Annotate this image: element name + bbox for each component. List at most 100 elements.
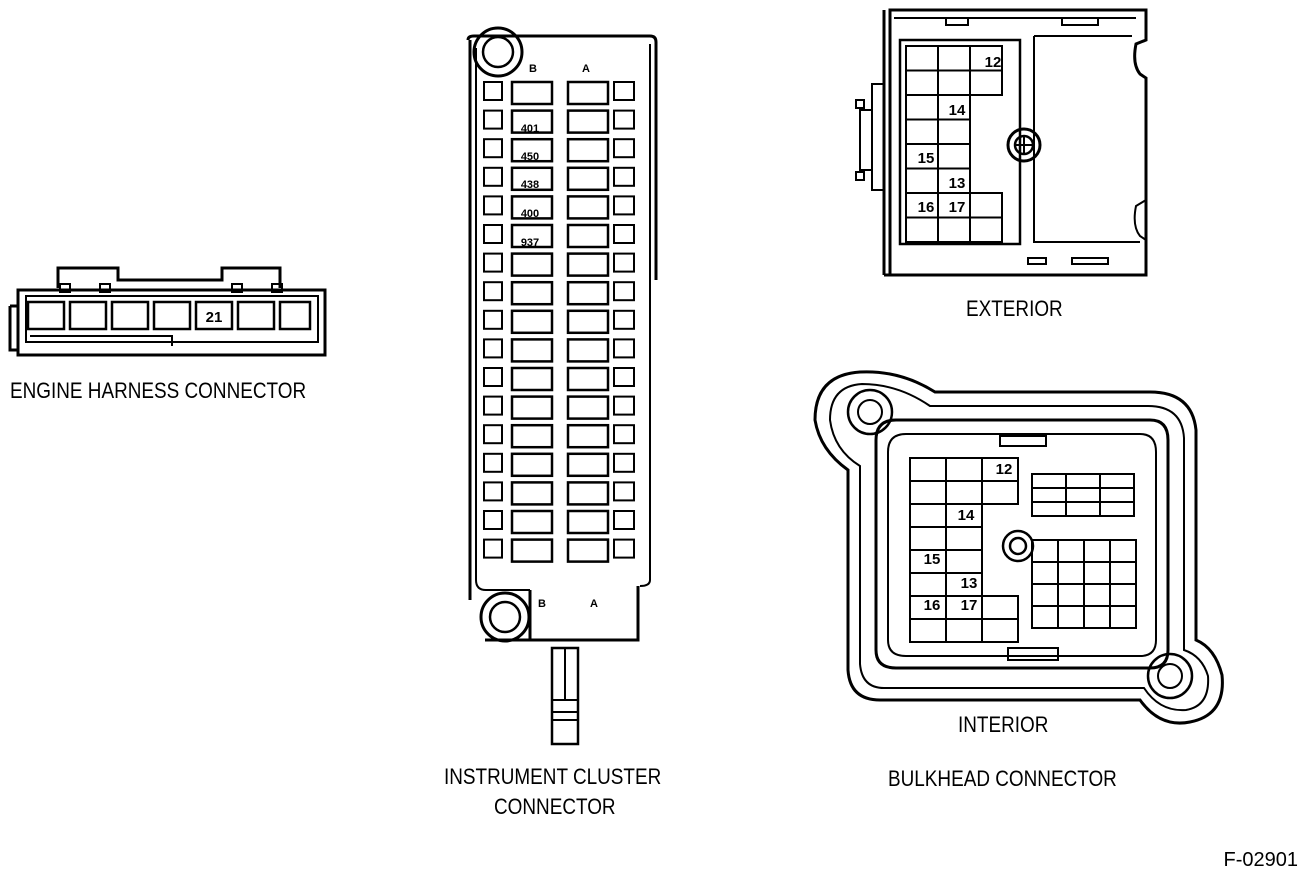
int-lower-block-cavity (1031, 605, 1059, 629)
ext-pin-cavity (905, 167, 939, 194)
int-pin-17: 17 (961, 597, 978, 614)
int-pin-cavity (981, 618, 1019, 643)
engine-pin-21-cavity (194, 300, 234, 331)
ic-side-cavity (483, 281, 503, 302)
ic-pin-1: 401 (521, 123, 539, 135)
ic-pin-a (566, 452, 610, 478)
ic-pin-a (566, 195, 610, 220)
ic-pin-b (510, 366, 554, 392)
ic-col-b-top: B (529, 63, 537, 75)
ic-side-cavity (613, 81, 635, 101)
engine-pin-label: 21 (206, 309, 223, 326)
ic-side-cavity (613, 224, 635, 244)
bulkhead-exterior: 12 14 15 13 16 17 (855, 8, 1148, 277)
int-lower-block-cavity (1083, 605, 1111, 629)
ic-pin-a (566, 109, 610, 134)
int-upper-block-cavity (1099, 473, 1135, 489)
ic-pin-b (510, 423, 554, 449)
int-pin-cavity (981, 480, 1019, 505)
ic-side-cavity (613, 338, 635, 359)
bulkhead-interior: 12 14 15 13 16 17 (813, 370, 1224, 725)
ext-pin-grid (905, 45, 1003, 243)
int-lower-block-cavity (1109, 561, 1137, 585)
ic-side-cavity (613, 109, 635, 130)
ext-pin-17: 17 (949, 199, 966, 216)
int-pin-cavity (909, 572, 947, 597)
ic-side-cavity (483, 424, 503, 445)
ic-pin-a (566, 223, 610, 249)
instrument-cluster-caption-line2: CONNECTOR (494, 794, 616, 819)
ext-pin-13: 13 (949, 175, 966, 192)
ic-side-cavity (613, 481, 635, 502)
ext-pin-cavity (969, 69, 1003, 96)
ic-side-cavity (483, 510, 503, 530)
ic-pin-b (510, 309, 554, 335)
ic-side-cavity (483, 81, 503, 101)
ic-pin-2: 450 (521, 151, 539, 163)
ext-pin-cavity (969, 192, 1003, 219)
int-lower-block-cavity (1057, 561, 1085, 585)
int-pin-12: 12 (996, 461, 1013, 478)
int-upper-block-cavity (1065, 473, 1101, 489)
ic-side-cavity (483, 452, 503, 473)
ext-pin-cavity (905, 94, 939, 121)
int-pin-cavity (945, 480, 983, 505)
ic-side-cavity (483, 224, 503, 244)
ic-pin-a (566, 338, 610, 363)
bulkhead-caption: BULKHEAD CONNECTOR (888, 766, 1117, 791)
int-lower-block-cavity (1083, 561, 1111, 585)
int-pin-cavity (945, 618, 983, 643)
ic-pin-b (510, 538, 554, 563)
int-upper-block-cavity (1065, 487, 1101, 503)
ic-pin-a (566, 137, 610, 163)
int-pin-cavity (981, 595, 1019, 620)
int-pin-cavity (945, 457, 983, 482)
int-lower-block-cavity (1109, 583, 1137, 607)
int-pin-cavity (909, 480, 947, 505)
int-upper-block-cavity (1031, 487, 1067, 503)
ic-pin-3: 438 (521, 179, 539, 191)
ic-side-cavity (483, 481, 503, 502)
ext-pin-cavity (937, 143, 971, 170)
ic-side-cavity (613, 510, 635, 530)
ext-pin-cavity (905, 69, 939, 96)
ext-pin-cavity (937, 45, 971, 72)
ic-pin-a (566, 280, 610, 306)
ic-pin-a (566, 80, 610, 106)
ic-pin-4: 400 (521, 208, 539, 220)
ic-side-cavity (613, 166, 635, 187)
exterior-label: EXTERIOR (966, 296, 1063, 321)
int-pin-cavity (945, 549, 983, 574)
ic-pin-rows (483, 80, 635, 563)
ic-col-a-top: A (582, 63, 590, 75)
ic-pin-b (510, 195, 554, 220)
ic-side-cavity (613, 395, 635, 416)
int-upper-block-cavity (1099, 487, 1135, 503)
int-upper-block-cavity (1031, 501, 1067, 517)
int-pin-13: 13 (961, 575, 978, 592)
ic-side-cavity (613, 195, 635, 216)
ext-pin-16: 16 (918, 199, 935, 216)
ic-side-cavity (613, 309, 635, 330)
ic-side-cavity (613, 538, 635, 559)
int-upper-block-cavity (1065, 501, 1101, 517)
int-pin-14: 14 (958, 507, 975, 524)
int-lower-block-cavity (1057, 539, 1085, 563)
ic-side-cavity (483, 166, 503, 187)
int-pin-cavity (909, 618, 947, 643)
ic-side-cavity (483, 252, 503, 273)
ic-pin-b (510, 223, 554, 249)
engine-harness-connector: 21 (8, 266, 327, 357)
instrument-cluster-connector: B A B A 401 450 438 400 937 (466, 26, 658, 746)
ic-pin-b (510, 80, 554, 106)
ic-pin-b (510, 280, 554, 306)
ic-col-b-bottom: B (538, 598, 546, 610)
int-lower-block-cavity (1083, 539, 1111, 563)
ic-side-cavity (483, 309, 503, 330)
ic-side-cavity (483, 538, 503, 559)
int-lower-block-cavity (1083, 583, 1111, 607)
ic-pin-5: 937 (521, 237, 539, 249)
ext-pin-14: 14 (949, 102, 966, 119)
ic-pin-b (510, 166, 554, 192)
